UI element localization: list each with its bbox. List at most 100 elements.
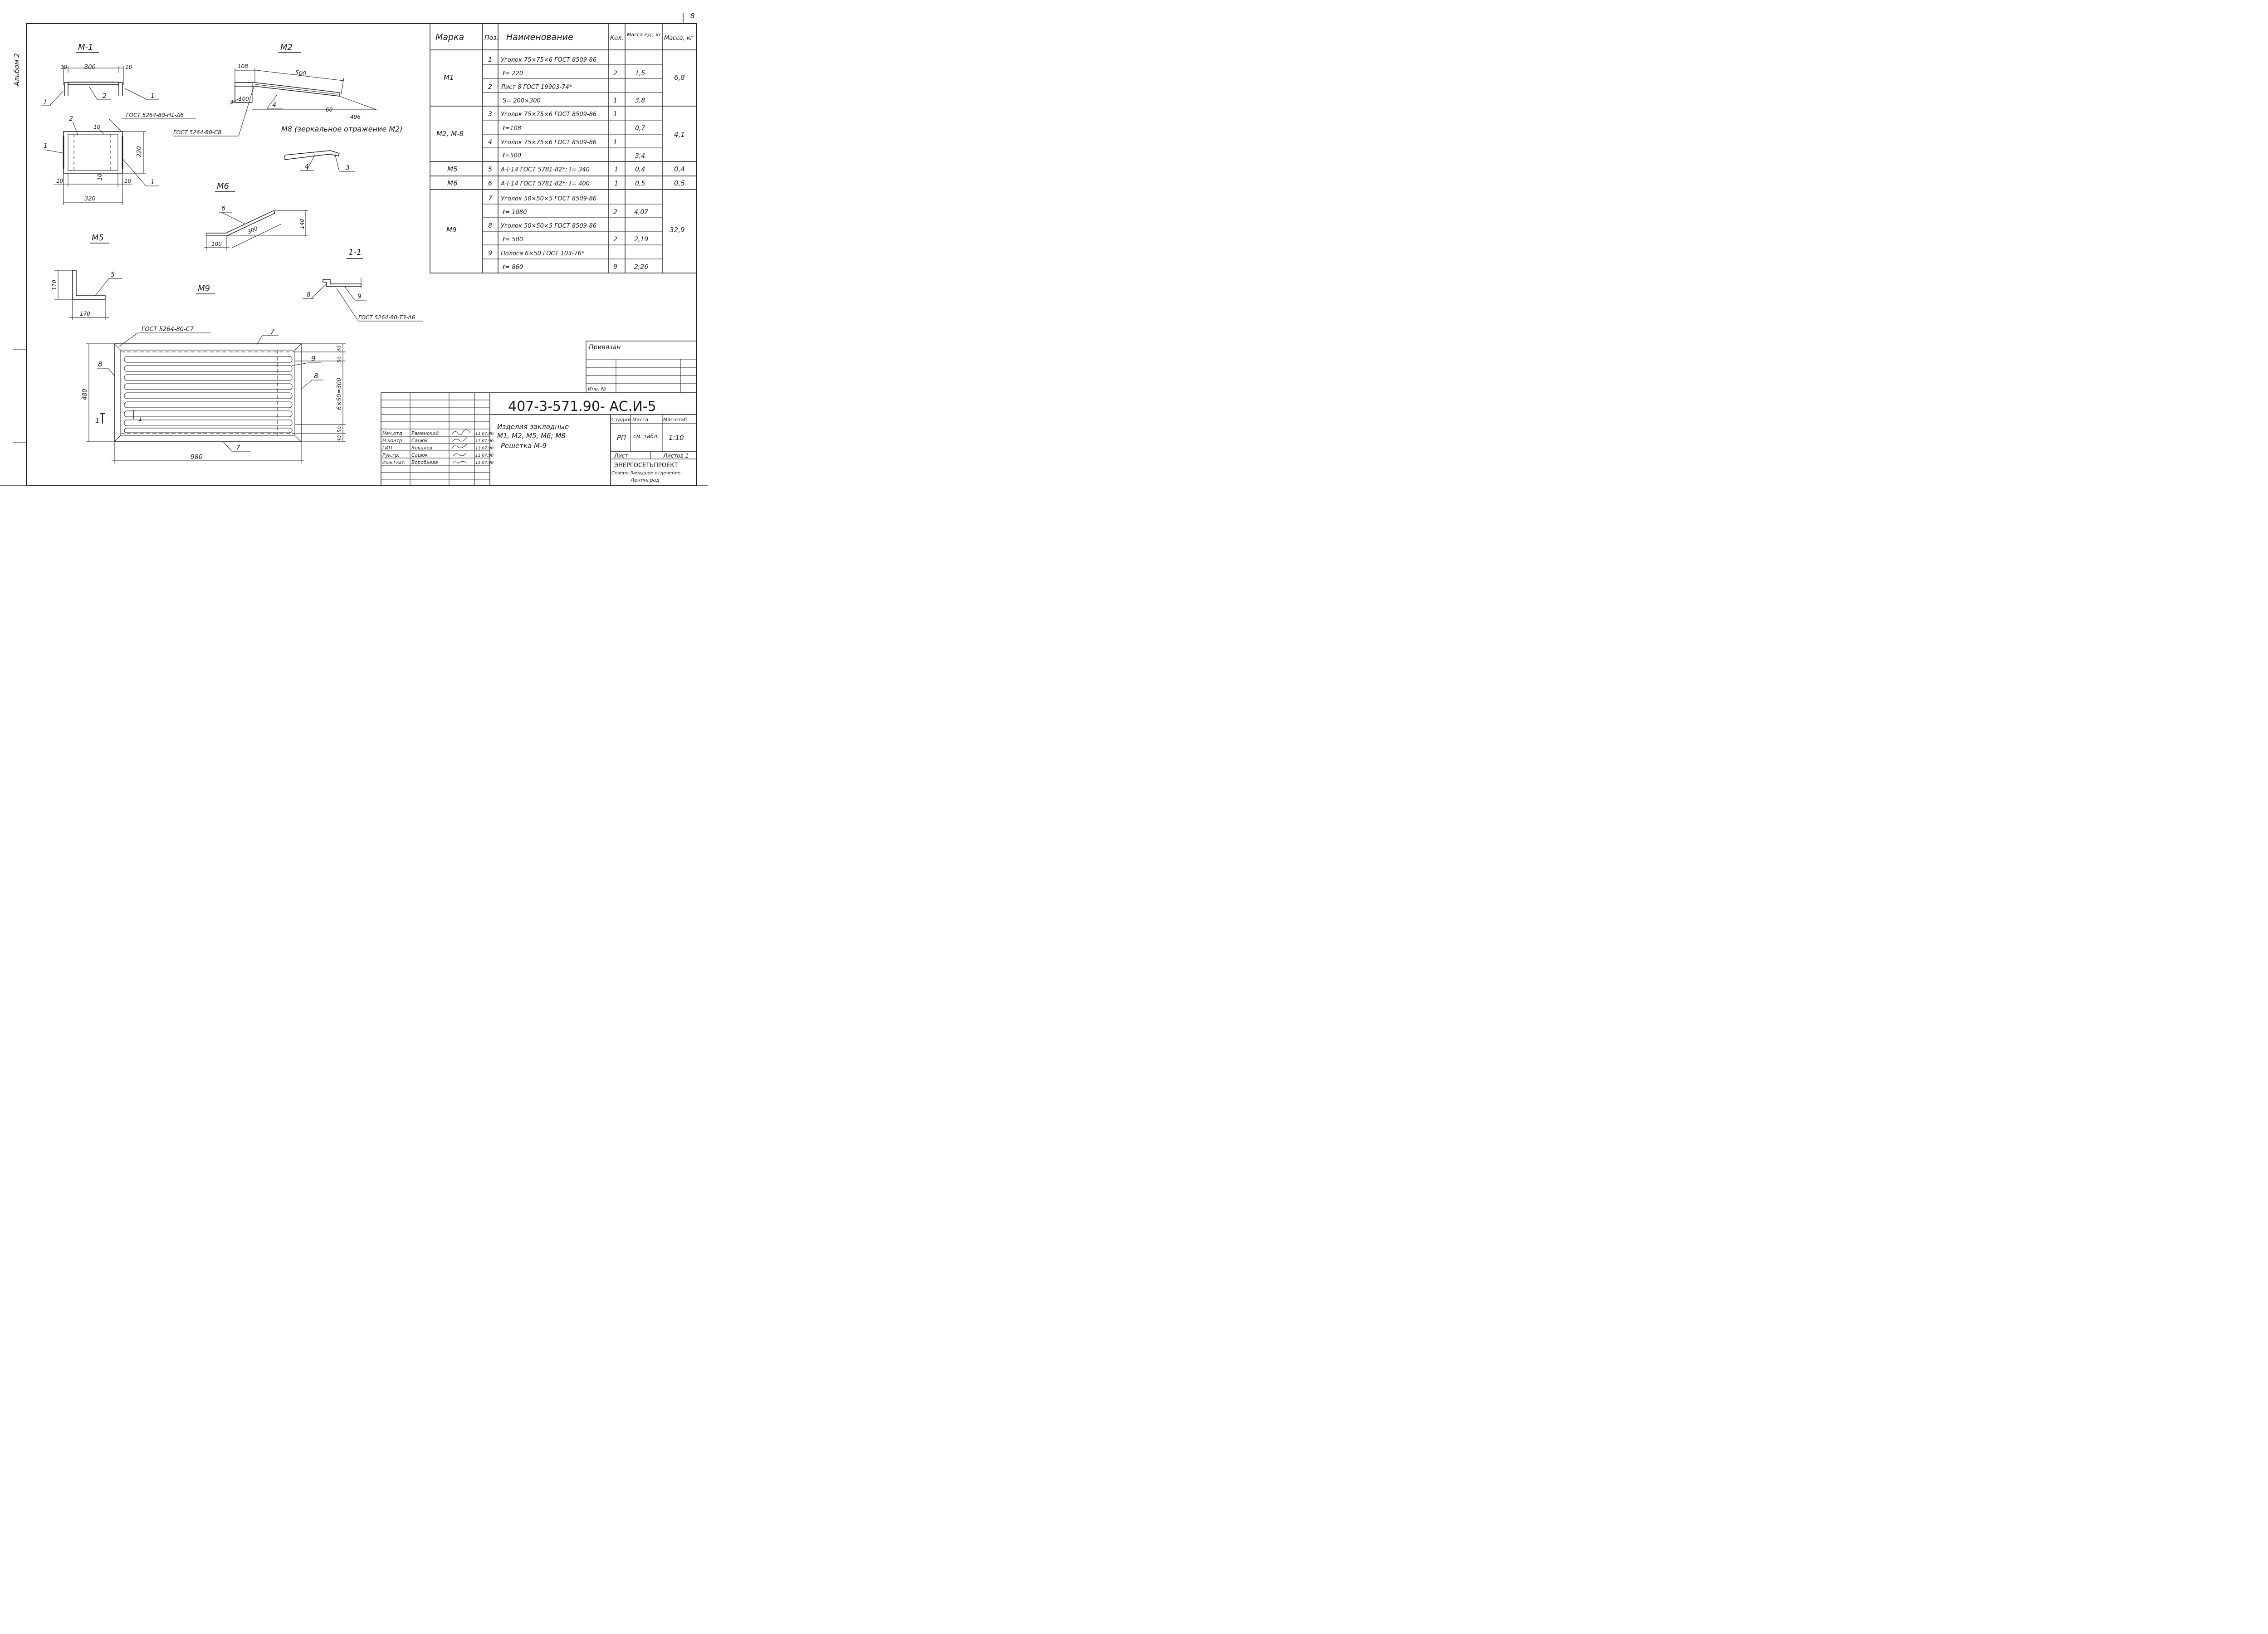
staff-role: Рук.гр. [382, 453, 400, 458]
view-m8: М8 (зеркальное отражение М2) 4 3 [281, 125, 402, 172]
m9-dim-40-bot: 40 [337, 435, 342, 442]
spec-row-pos: 5 [488, 166, 492, 173]
spec-group-mass: 32,9 [670, 226, 684, 234]
spec-row-unit: 0,7 [635, 125, 645, 132]
staff-role: Нач.отд [382, 431, 402, 436]
m1-plate-elev [68, 82, 119, 85]
spec-table [430, 23, 697, 273]
m9-callout-9: 9 [311, 355, 316, 363]
spec-row-pos: 1 [488, 56, 492, 63]
spec-header-mass: Масса, кг [664, 35, 694, 42]
sheet-header: Лист [614, 453, 628, 459]
m1-callout-2: 2 [103, 93, 107, 100]
m9-leader-8-left [108, 368, 116, 377]
m6-leader-6 [221, 212, 245, 224]
doc-name-line3: Решетка М-9 [501, 442, 547, 450]
spec-header-mark: Марка [435, 32, 464, 42]
m2-slope-line [339, 96, 377, 110]
m1-dim-gap-10b: 10 [97, 173, 103, 180]
m9-dim-480: 480 [82, 389, 88, 400]
stage-value: РП [617, 434, 626, 442]
m9-weld: ГОСТ 5264-80-С7 [142, 326, 194, 333]
section11-leader-9 [344, 286, 355, 301]
m9-section-mark-inner: 1 [139, 416, 142, 422]
spec-table-text: Марка Поз. Наименование Кол. Масса ед., … [435, 32, 694, 271]
m1-leader-1-left [49, 90, 64, 106]
staff-role: ГИП [382, 445, 392, 451]
spec-row-name: Уголок 50×50×5 ГОСТ 8509-86 [501, 195, 596, 202]
section11-profile [323, 279, 362, 287]
scale-header: Масштаб [663, 417, 687, 423]
m9-leader-9 [292, 362, 309, 366]
staff-role: Н.контр [382, 438, 402, 444]
m2-weld: ГОСТ 5264-80-С8 [173, 129, 222, 136]
view-m6: М6 140 300 100 6 [204, 181, 308, 250]
spec-row-pos: 6 [488, 180, 492, 187]
m2-angle-elev [235, 82, 340, 97]
spec-row-unit: 2,26 [634, 263, 648, 271]
scale-value: 1:10 [669, 434, 684, 442]
m9-leader-7-top [256, 335, 263, 345]
m2-leader-3 [230, 98, 241, 104]
staff-date: 11.07.90 [475, 432, 494, 436]
spec-row-name: S= 200×300 [503, 98, 541, 104]
spec-row-pos: 2 [488, 83, 492, 91]
staff-date: 11.07.90 [475, 461, 494, 465]
staff-name: Воробьева [411, 460, 438, 465]
m9-callout-8-right: 8 [314, 372, 318, 380]
m1-dim-10-base-right: 10 [124, 178, 132, 184]
m9-strip [124, 383, 293, 390]
m9-corner-bl [114, 435, 121, 442]
m1-dim-gap-10: 10 [93, 124, 101, 130]
spec-row-name: Уголок 50×50×5 ГОСТ 8509-86 [501, 223, 596, 229]
m1-plan-plate [68, 134, 118, 171]
m6-callout-6: 6 [221, 205, 225, 212]
spec-row-qty: 1 [613, 139, 617, 146]
view-m2: М2 108 500 100 60 496 3 4 ГОСТ 5264-80-С… [173, 43, 377, 137]
m9-corner-tl [114, 343, 121, 351]
m9-leader-8-right [301, 380, 313, 390]
m9-strip [124, 410, 293, 417]
m9-leader-7-bot [223, 441, 233, 452]
spec-row-name: ℓ= 860 [502, 264, 523, 271]
m8-leader-3 [334, 153, 340, 172]
spec-row-name: А-I-14 ГОСТ 5781-82*; ℓ= 400 [500, 180, 590, 187]
m1-dim-320: 320 [84, 195, 96, 202]
staff-role: Инж.I кат. [382, 460, 406, 465]
spec-row-name: Лист 8 ГОСТ 19903-74* [500, 84, 572, 91]
signature [452, 461, 467, 464]
signature [451, 443, 468, 449]
view-section-1-1: 1-1 8 9 ГОСТ 5264-80-Т3-Δ6 [303, 248, 423, 322]
spec-row-qty: 1 [613, 111, 617, 118]
m1-plan-leader-2 [72, 121, 78, 136]
m1-angle-left [64, 82, 68, 96]
m1-callout-1-right: 1 [151, 93, 155, 100]
m1-callout-1-plan-left: 1 [44, 142, 48, 150]
signature [451, 429, 470, 435]
spec-header-pos: Поз. [484, 34, 499, 42]
m1-callout-1-plan-right: 1 [151, 179, 155, 186]
m9-dim-50-bot: 50 [337, 426, 342, 433]
m8-callout-3: 3 [346, 164, 350, 171]
m9-dim-50-top: 50 [337, 356, 342, 363]
spec-header-name: Наименование [506, 32, 573, 42]
m1-plan-leader-1-left [44, 149, 65, 154]
spec-group-mass: 4,1 [674, 131, 685, 139]
view-m5: М5 110 170 5 [51, 233, 122, 320]
m9-strips [124, 356, 293, 433]
m9-callout-7-bot: 7 [236, 444, 240, 452]
section11-leader-8 [311, 283, 327, 299]
m1-leader-2 [88, 86, 98, 100]
spec-row-name: Уголок 75×75×6 ГОСТ 8509-86 [501, 111, 596, 118]
m2-callout-4: 4 [272, 102, 276, 109]
spec-row-qty: 2 [613, 209, 617, 216]
m5-dim-110: 110 [51, 280, 58, 290]
m6-title: М6 [217, 181, 229, 191]
section11-callout-9: 9 [357, 293, 362, 300]
spec-row-pos: 3 [488, 111, 492, 118]
m6-dim-100: 100 [211, 241, 222, 247]
m1-title: М-1 [78, 43, 93, 52]
spec-row-lines [483, 64, 662, 259]
m6-dim-140: 140 [299, 219, 305, 229]
org-branch: Северо-Западное отделение [611, 471, 680, 476]
